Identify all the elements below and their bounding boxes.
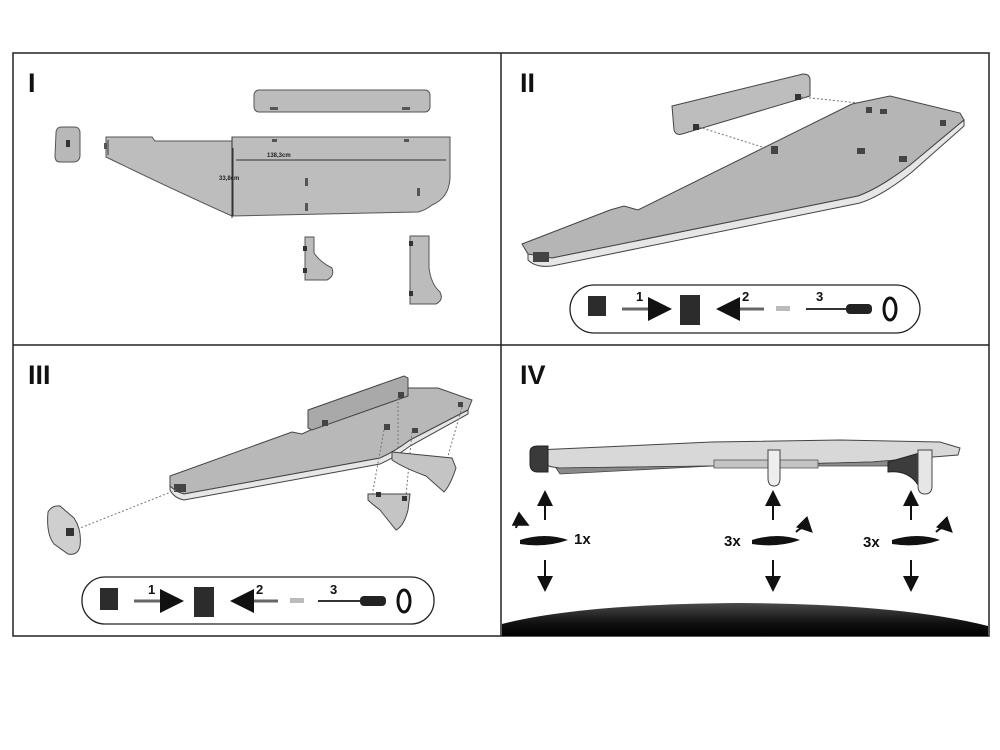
step-3-number: 3 [816, 289, 823, 304]
main-shelf-3d-edge [527, 118, 965, 267]
screw-icon [290, 598, 304, 603]
main-shelf-3d-angled [169, 387, 473, 495]
end-cap-3d [47, 505, 81, 555]
clip-icon [100, 588, 118, 610]
main-shelf-3d-angled-edge [169, 409, 469, 501]
bracket-clip [402, 496, 407, 501]
deflector-side [713, 459, 819, 469]
main-shelf-part [105, 136, 451, 217]
rotate-arrow-icon [795, 515, 813, 533]
small-bracket-clip-bottom [303, 268, 307, 273]
tall-bracket-clip-bottom [409, 291, 413, 296]
step-1-number: 1 [148, 582, 155, 597]
mount-marks [104, 139, 420, 211]
step-1-number: 1 [636, 289, 643, 304]
strap-icon [892, 536, 940, 546]
strip-clip-right [402, 107, 410, 110]
strap-icons [511, 511, 953, 546]
shelf-clips-3d [533, 107, 946, 262]
rotate-arrow-icon [935, 515, 953, 533]
deflector-strip-part [253, 89, 431, 113]
dimension-length-label: 138,3cm [267, 153, 291, 159]
strip-clip-3d-right [795, 94, 801, 100]
small-bracket-clip-top [303, 246, 307, 251]
dimension-width-label: 33,8cm [219, 176, 239, 182]
screwdriver-icon [806, 304, 872, 314]
rotate-icon [882, 296, 898, 322]
panel-3: III 1 [28, 360, 473, 625]
panel-frame [12, 52, 990, 637]
panel-1-numeral: I [28, 68, 36, 98]
bracket-clip [376, 492, 381, 497]
bracket-side-middle [767, 449, 781, 487]
screw-icon [776, 306, 790, 311]
bracket-side-right [917, 449, 933, 495]
strip-clip-left [270, 107, 278, 110]
multiplier-left: 1x [574, 531, 591, 548]
multiplier-middle: 3x [724, 533, 741, 550]
strip-clip-3d-left [693, 124, 699, 130]
clip-in-bracket-icon [194, 587, 214, 617]
dimension-lines [107, 137, 446, 218]
rotate-icon [396, 588, 412, 614]
panel-2: II 1 2 3 [520, 68, 965, 334]
tall-bracket-part [409, 235, 442, 305]
end-cap-side [529, 445, 549, 473]
panel-3-numeral: III [28, 360, 51, 390]
clip-in-bracket-icon [680, 295, 700, 325]
mount-arrows [537, 490, 919, 592]
deflector-strip-mounted [307, 375, 409, 431]
end-cap-3d-clip [66, 528, 74, 536]
assembly-legend-3: 1 2 3 [81, 576, 435, 625]
screwdriver-icon [318, 596, 386, 606]
shelf-clips-angled [174, 392, 463, 492]
multiplier-right: 3x [863, 534, 880, 551]
panel-1: I 138,3cm 33,8cm [28, 68, 451, 305]
deflector-strip-3d [671, 73, 811, 135]
small-bracket-part [304, 236, 334, 281]
assembly-legend-2: 1 2 3 [569, 284, 921, 334]
clip-icon [588, 296, 606, 316]
strap-icon [752, 536, 800, 546]
rotate-arrow-icon [511, 511, 530, 529]
car-roof-surface [502, 603, 988, 636]
strap-icon [520, 536, 568, 546]
panel-4-numeral: IV [520, 360, 546, 390]
tall-bracket-clip-top [409, 241, 413, 246]
step-2-number: 2 [256, 582, 263, 597]
end-cap-clip [66, 140, 70, 147]
panel-4: IV 1x 3x 3x [502, 360, 988, 636]
step-2-number: 2 [742, 289, 749, 304]
bracket-3d-back [391, 451, 457, 493]
step-3-number: 3 [330, 582, 337, 597]
bracket-3d-front [367, 493, 411, 531]
panel-2-numeral: II [520, 68, 535, 98]
